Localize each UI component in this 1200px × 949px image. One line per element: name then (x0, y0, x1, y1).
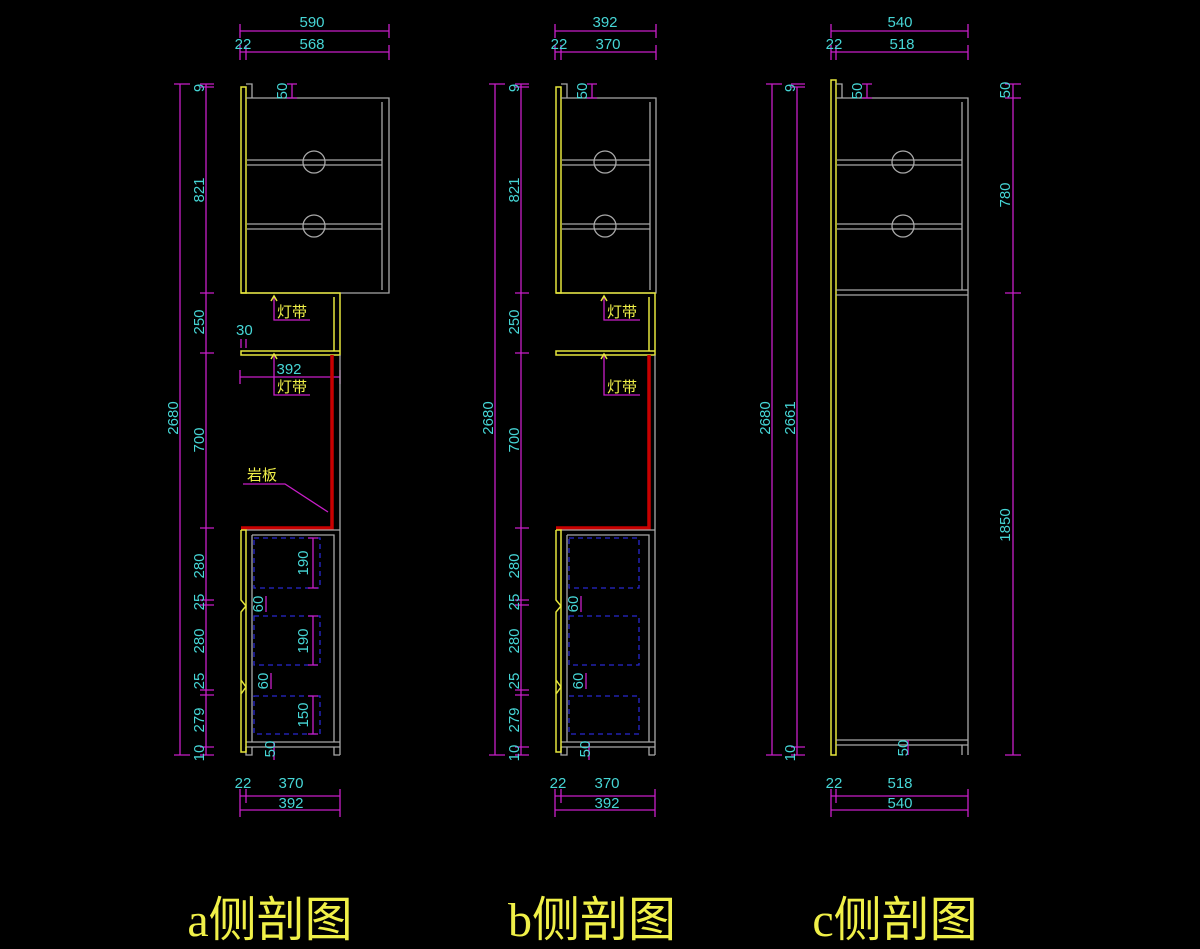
light-strip-label: 灯带 (277, 378, 307, 396)
dim-top-inner: 568 (299, 36, 324, 53)
dim-plinth: 50 (895, 740, 912, 757)
dim-height: 250 (191, 309, 208, 334)
light-strip-label: 灯带 (277, 303, 307, 321)
dim-height: 780 (997, 182, 1014, 207)
drawer-height: 190 (295, 628, 312, 653)
dim-inner-height: 2661 (782, 401, 799, 434)
drawer-height: 190 (295, 550, 312, 575)
dim-height: 25 (191, 594, 208, 611)
dim-height: 25 (506, 594, 523, 611)
right-dimensions: 50 780 1850 (997, 82, 1021, 756)
dim-top-gap: 50 (274, 83, 291, 100)
dim-height: 280 (506, 553, 523, 578)
dim-bottom-inner: 370 (278, 775, 303, 792)
dim-top-offset: 22 (551, 36, 568, 53)
dim-plinth: 50 (262, 741, 279, 758)
dim-bottom-overall: 540 (887, 795, 912, 812)
tall-cabinet: 50 50 (830, 79, 969, 757)
dim-top-overall: 540 (887, 14, 912, 31)
dim-height: 9 (506, 84, 523, 92)
dim-bottom-offset: 22 (235, 775, 252, 792)
dim-plinth: 50 (577, 741, 594, 758)
light-strip-label: 灯带 (607, 378, 637, 396)
dim-height: 10 (191, 745, 208, 762)
dim-top-gap: 50 (849, 83, 866, 100)
panel-b: 392 370 22 2680 9 821 250 700 280 25 280… (480, 14, 676, 947)
handle-height: 60 (255, 673, 272, 690)
dim-shelf-offset: 30 (236, 322, 253, 339)
dim-height: 9 (782, 84, 799, 92)
middle-section: 灯带 灯带 (555, 292, 656, 755)
dim-top-gap: 50 (574, 83, 591, 100)
stone-slab-label: 岩板 (247, 466, 277, 484)
dim-height: 280 (191, 628, 208, 653)
dim-bottom-inner: 518 (887, 775, 912, 792)
dim-height: 821 (191, 177, 208, 202)
dim-height: 10 (782, 745, 799, 762)
dim-height: 279 (191, 707, 208, 732)
panel-a: 590 568 22 2680 9 821 250 700 280 25 280… (165, 14, 390, 947)
dim-height: 280 (506, 628, 523, 653)
dim-bottom-offset: 22 (826, 775, 843, 792)
middle-section: 灯带 灯带 30 392 岩板 (236, 292, 341, 755)
panel-title: c侧剖图 (812, 894, 977, 947)
dim-bottom-overall: 392 (594, 795, 619, 812)
dim-height: 700 (506, 427, 523, 452)
base-cabinet: 190 190 150 60 60 50 (240, 529, 340, 760)
top-dimensions: 392 370 22 (551, 14, 657, 60)
dim-total-height: 2680 (757, 401, 774, 434)
dim-top-inner: 370 (595, 36, 620, 53)
dim-height: 279 (506, 707, 523, 732)
dim-top-offset: 22 (826, 36, 843, 53)
height-dimensions: 2680 9 821 250 700 280 25 280 25 279 10 (165, 83, 214, 762)
panel-title: b侧剖图 (508, 894, 676, 947)
handle-height: 60 (565, 596, 582, 613)
upper-cabinet: 50 (240, 83, 390, 294)
dim-height: 10 (506, 745, 523, 762)
height-dimensions: 2680 2661 9 10 (757, 83, 805, 762)
dim-height: 50 (997, 82, 1014, 99)
dim-total-height: 2680 (165, 401, 182, 434)
dim-top-inner: 518 (889, 36, 914, 53)
drawer-height: 150 (295, 702, 312, 727)
dim-bottom-offset: 22 (550, 775, 567, 792)
height-dimensions: 2680 9 821 250 700 280 25 280 25 279 10 (480, 83, 529, 762)
dim-height: 9 (191, 84, 208, 92)
bottom-dimensions: 22 370 392 (550, 775, 656, 817)
dim-top-overall: 392 (592, 14, 617, 31)
top-dimensions: 590 568 22 (235, 14, 390, 60)
dim-bottom-overall: 392 (278, 795, 303, 812)
top-dimensions: 540 518 22 (826, 14, 969, 60)
light-strip-label: 灯带 (607, 303, 637, 321)
dim-counter-depth: 392 (276, 361, 301, 378)
dim-top-offset: 22 (235, 36, 252, 53)
dim-top-overall: 590 (299, 14, 324, 31)
handle-height: 60 (250, 596, 267, 613)
dim-bottom-inner: 370 (594, 775, 619, 792)
dim-height: 700 (191, 427, 208, 452)
dim-height: 25 (506, 673, 523, 690)
base-cabinet: 60 60 50 (555, 529, 655, 760)
bottom-dimensions: 22 370 392 (235, 775, 341, 817)
panel-c: 540 518 22 2680 2661 9 10 50 50 50 780 1… (757, 14, 1021, 947)
upper-cabinet: 50 (555, 83, 657, 294)
panel-title: a侧剖图 (187, 894, 352, 947)
dim-height: 280 (191, 553, 208, 578)
dim-height: 1850 (997, 508, 1014, 541)
handle-height: 60 (570, 673, 587, 690)
bottom-dimensions: 22 518 540 (826, 775, 969, 817)
dim-height: 250 (506, 309, 523, 334)
dim-height: 821 (506, 177, 523, 202)
dim-total-height: 2680 (480, 401, 497, 434)
dim-height: 25 (191, 673, 208, 690)
